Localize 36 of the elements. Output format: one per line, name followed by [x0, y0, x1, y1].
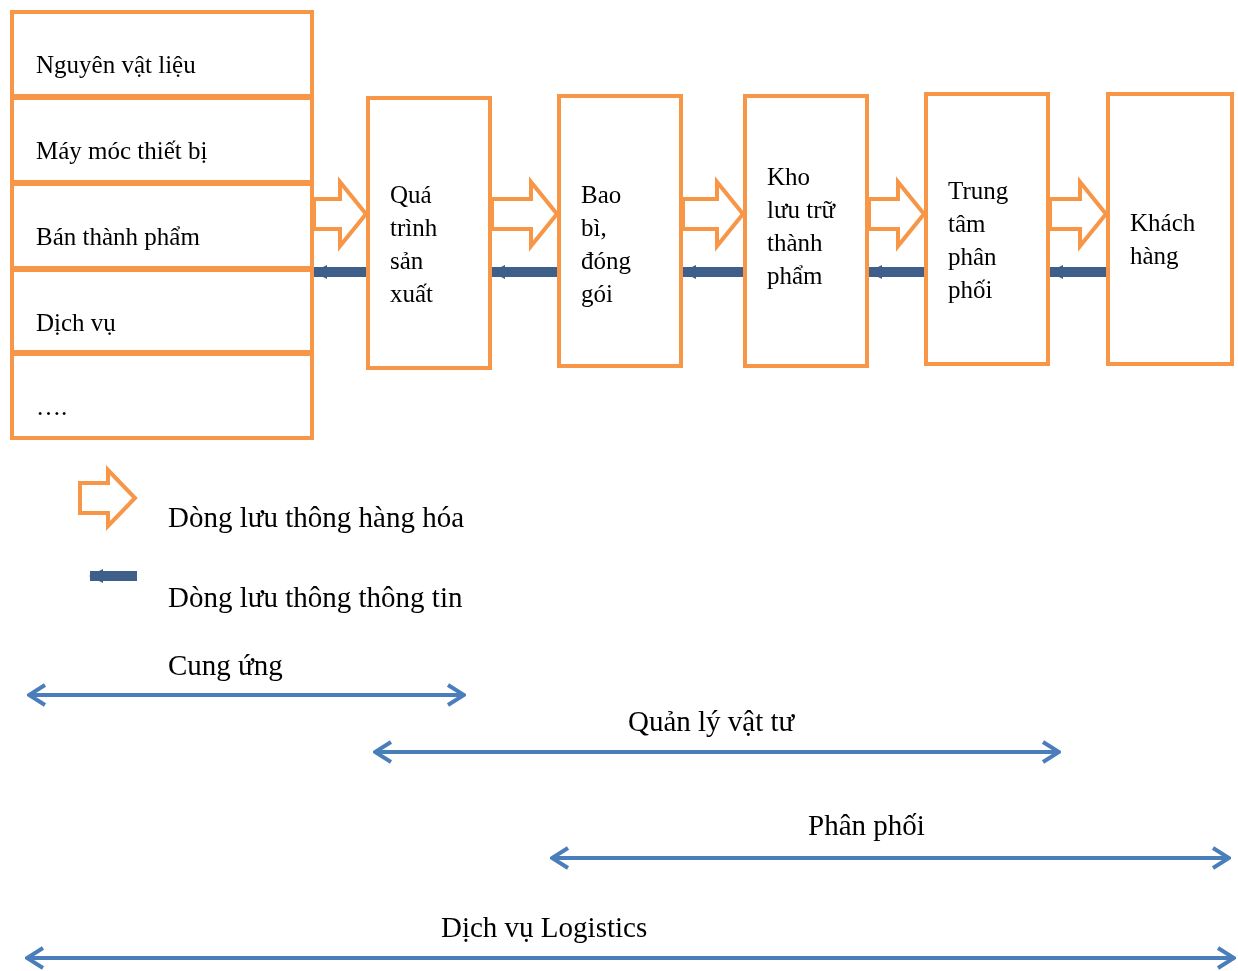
info-flow-arrow	[682, 265, 743, 279]
range-label: Phân phối	[808, 808, 925, 842]
goods-flow-arrow	[1048, 176, 1109, 252]
node-label: Quá trình sản xuất	[390, 180, 439, 309]
info-flow-arrow	[868, 265, 924, 279]
goods-flow-arrow	[681, 176, 746, 252]
process-box	[924, 92, 1050, 366]
legend-label: Dòng lưu thông hàng hóa	[168, 500, 465, 534]
info-flow-arrow	[1049, 265, 1106, 279]
node-label: Khách hàng	[1130, 208, 1197, 271]
input-row-box	[10, 268, 314, 354]
node-label: Bán thành phẩm	[36, 222, 201, 252]
legend-label: Dòng lưu thông thông tin	[168, 580, 463, 614]
node-label: Kho lưu trữ thành phẩm	[767, 162, 837, 291]
process-box	[557, 94, 683, 368]
goods-flow-arrow	[312, 176, 369, 252]
goods-flow-arrow	[867, 176, 927, 252]
range-label: Quản lý vật tư	[628, 704, 795, 738]
process-box	[366, 96, 492, 370]
node-label: Dịch vụ	[36, 308, 117, 338]
goods-flow-arrow	[490, 176, 560, 252]
input-row-box	[10, 10, 314, 98]
input-row-box	[10, 182, 314, 270]
node-label: Trung tâm phân phối	[948, 176, 1010, 305]
info-flow-arrow	[491, 265, 557, 279]
info-flow-arrow	[313, 265, 366, 279]
range-label: Cung ứng	[168, 648, 283, 682]
process-box	[743, 94, 869, 368]
node-label: Bao bì, đóng gói	[581, 180, 632, 309]
input-row-box	[10, 352, 314, 440]
process-box	[1106, 92, 1234, 366]
node-label: Máy móc thiết bị	[36, 136, 209, 166]
range-label: Dịch vụ Logistics	[441, 910, 648, 944]
input-row-box	[10, 96, 314, 184]
node-label: ….	[36, 392, 69, 422]
node-label: Nguyên vật liệu	[36, 50, 197, 80]
